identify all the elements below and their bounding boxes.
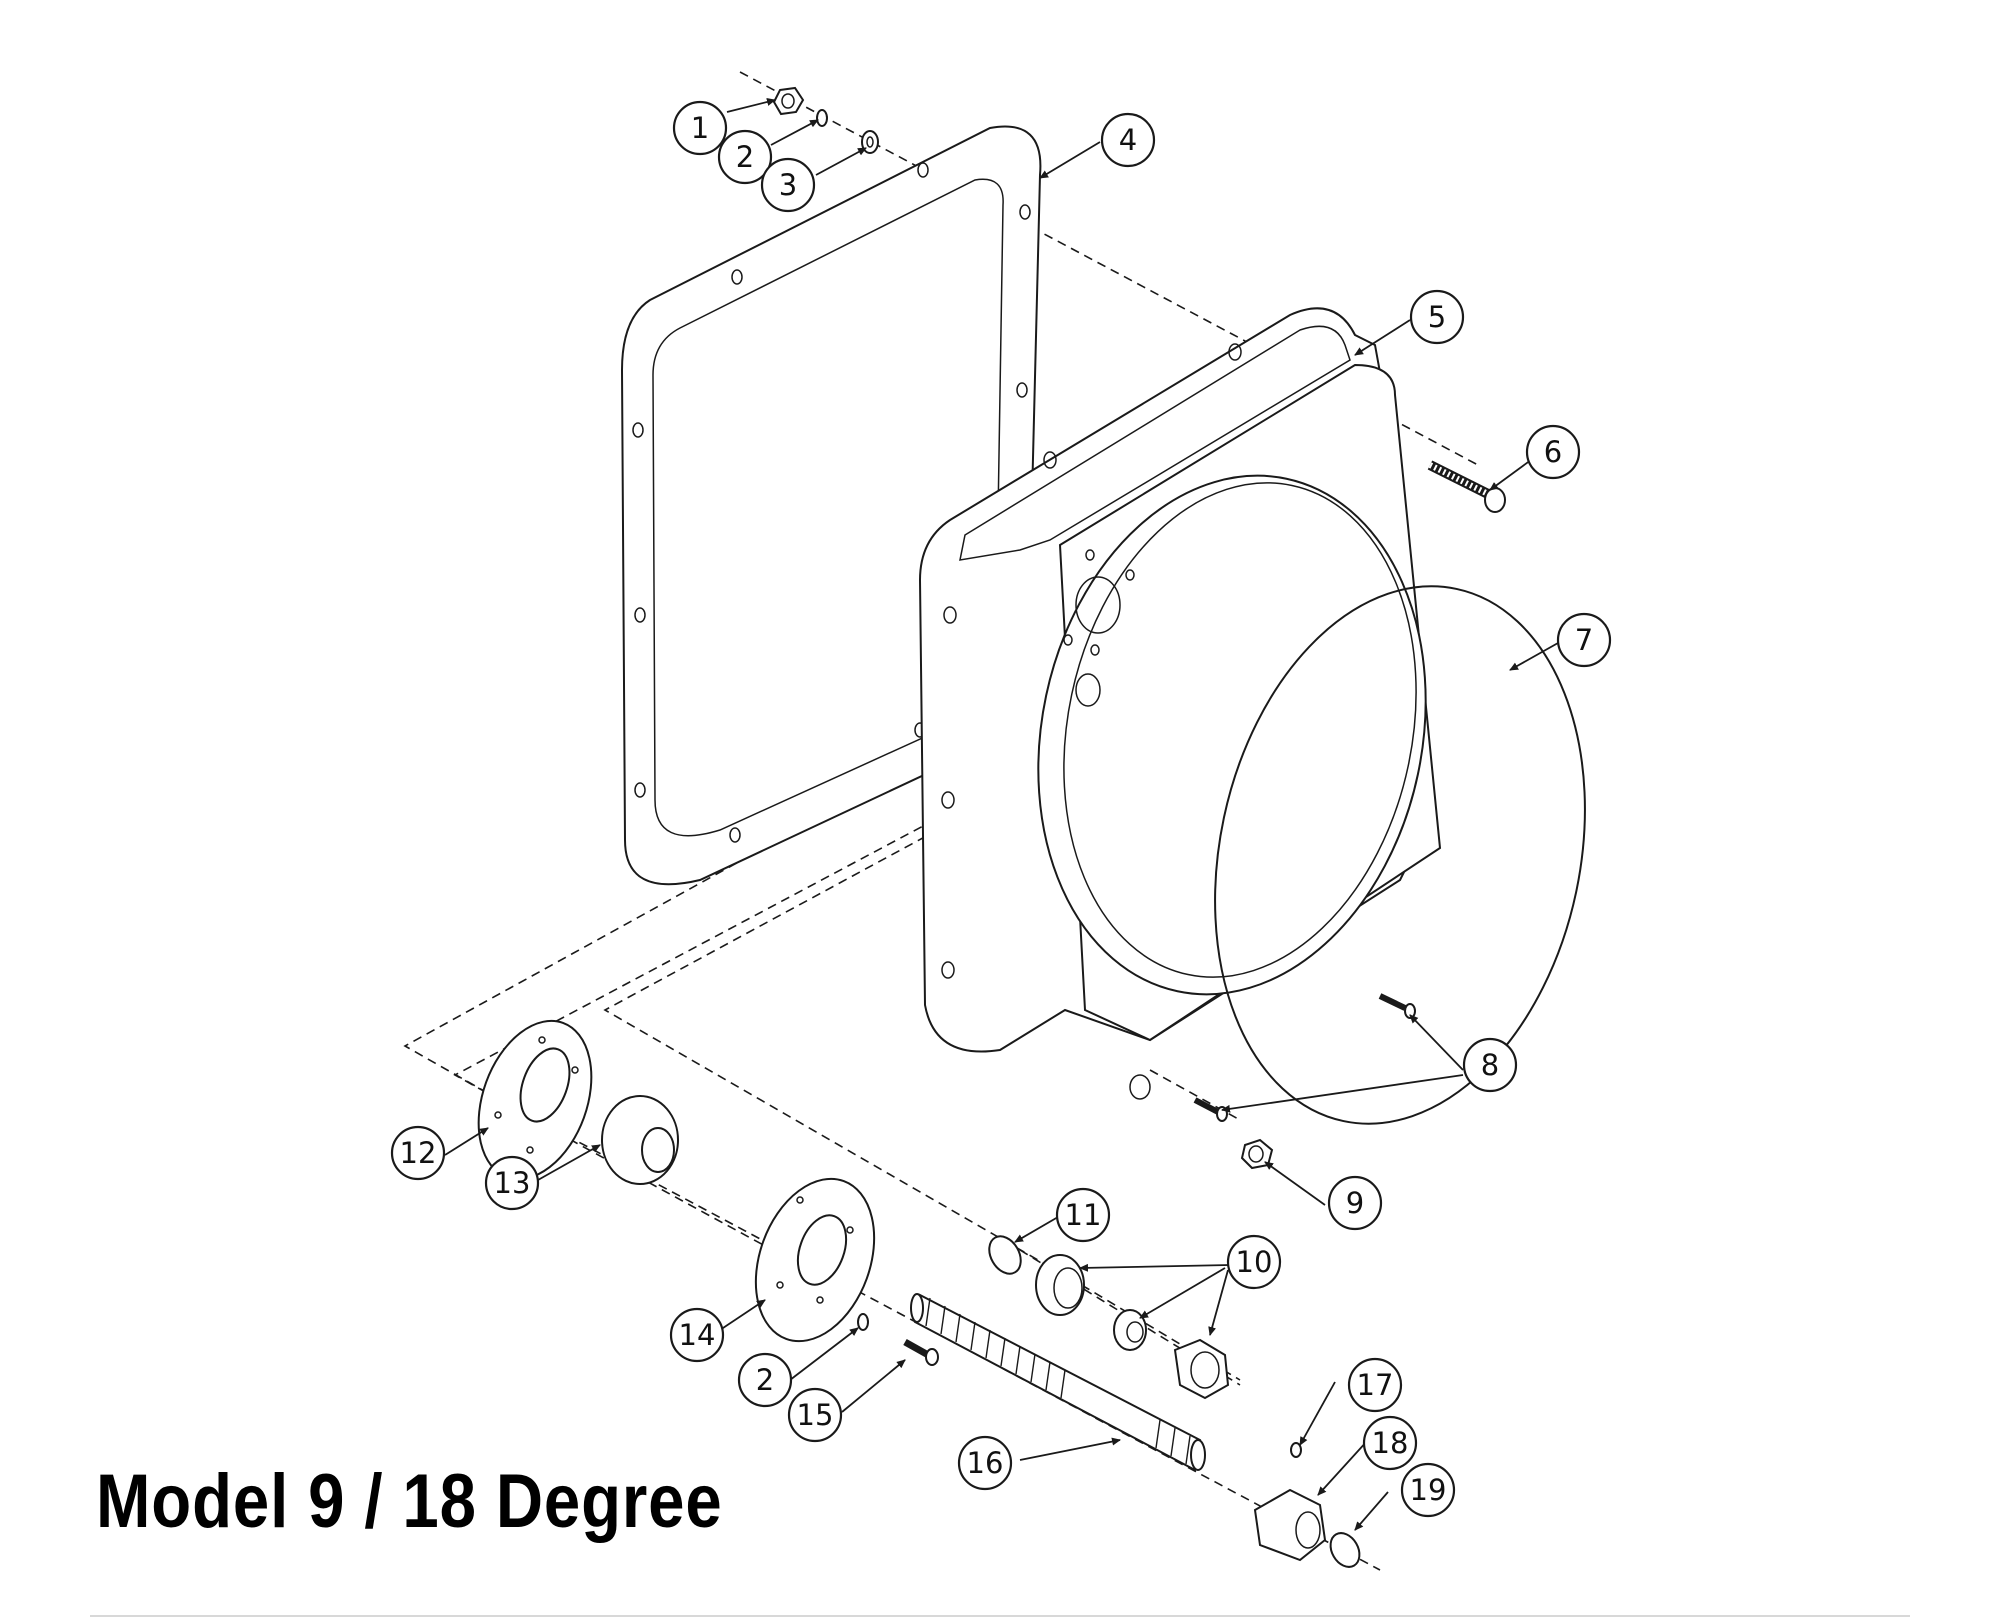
callout-18: 18	[1362, 1415, 1418, 1471]
screw-6	[1427, 460, 1506, 513]
bottom-divider	[90, 1615, 1910, 1617]
callout-label: 19	[1410, 1473, 1447, 1507]
callout-2-top: 2	[717, 129, 773, 185]
callout-5: 5	[1409, 289, 1465, 345]
callout-label: 15	[797, 1398, 834, 1432]
rod-threads	[925, 1297, 1191, 1465]
callout-label: 16	[967, 1446, 1004, 1480]
callout-label: 17	[1357, 1368, 1394, 1402]
callout-14: 14	[669, 1307, 725, 1363]
callout-label: 8	[1481, 1048, 1499, 1082]
callout-label: 7	[1575, 623, 1593, 657]
ring-17	[1290, 1442, 1302, 1458]
callout-8: 8	[1462, 1037, 1518, 1093]
callout-2-bottom: 2	[737, 1352, 793, 1408]
callout-4: 4	[1100, 112, 1156, 168]
callout-15: 15	[787, 1387, 843, 1443]
callout-label: 11	[1065, 1198, 1102, 1232]
callout-1: 1	[672, 100, 728, 156]
callout-label: 4	[1119, 123, 1137, 157]
callout-label: 1	[691, 111, 709, 145]
hex-coupler-18	[1253, 1488, 1327, 1562]
callout-12: 12	[390, 1125, 446, 1181]
callout-label: 5	[1428, 300, 1446, 334]
callout-10: 10	[1226, 1234, 1282, 1290]
callout-label: 9	[1346, 1186, 1364, 1220]
ball-13	[601, 1095, 679, 1185]
callout-label: 12	[400, 1136, 437, 1170]
top-hardware	[772, 86, 879, 154]
callout-label: 3	[779, 168, 797, 202]
housing	[918, 307, 1442, 1100]
threaded-rod-16	[910, 1293, 1206, 1472]
callout-label: 18	[1372, 1426, 1409, 1460]
washer-2-lower	[857, 1313, 869, 1331]
cover-disc	[1214, 585, 1586, 1125]
callout-17: 17	[1347, 1357, 1403, 1413]
callout-label: 2	[736, 140, 754, 174]
diagram-title: Model 9 / 18 Degree	[96, 1459, 723, 1544]
flange-14	[754, 1177, 876, 1343]
housing-bolt-holes	[941, 343, 1242, 979]
callout-13: 13	[484, 1155, 540, 1211]
callout-label: 2	[756, 1363, 774, 1397]
callout-label: 10	[1236, 1245, 1273, 1279]
leader-lines	[444, 98, 1559, 1531]
callout-19: 19	[1400, 1462, 1456, 1518]
callout-label: 14	[679, 1318, 716, 1352]
callout-3: 3	[760, 157, 816, 213]
fittings-10	[1035, 1254, 1230, 1400]
callout-6: 6	[1525, 424, 1581, 480]
cap-11	[988, 1235, 1022, 1275]
screw-15	[903, 1338, 939, 1366]
cap-19	[1329, 1532, 1361, 1568]
flange-12	[477, 1019, 593, 1181]
callout-label: 13	[494, 1166, 531, 1200]
callout-16: 16	[957, 1435, 1013, 1491]
callout-9: 9	[1327, 1175, 1383, 1231]
callout-11: 11	[1055, 1187, 1111, 1243]
callout-7: 7	[1556, 612, 1612, 668]
callout-label: 6	[1544, 435, 1562, 469]
